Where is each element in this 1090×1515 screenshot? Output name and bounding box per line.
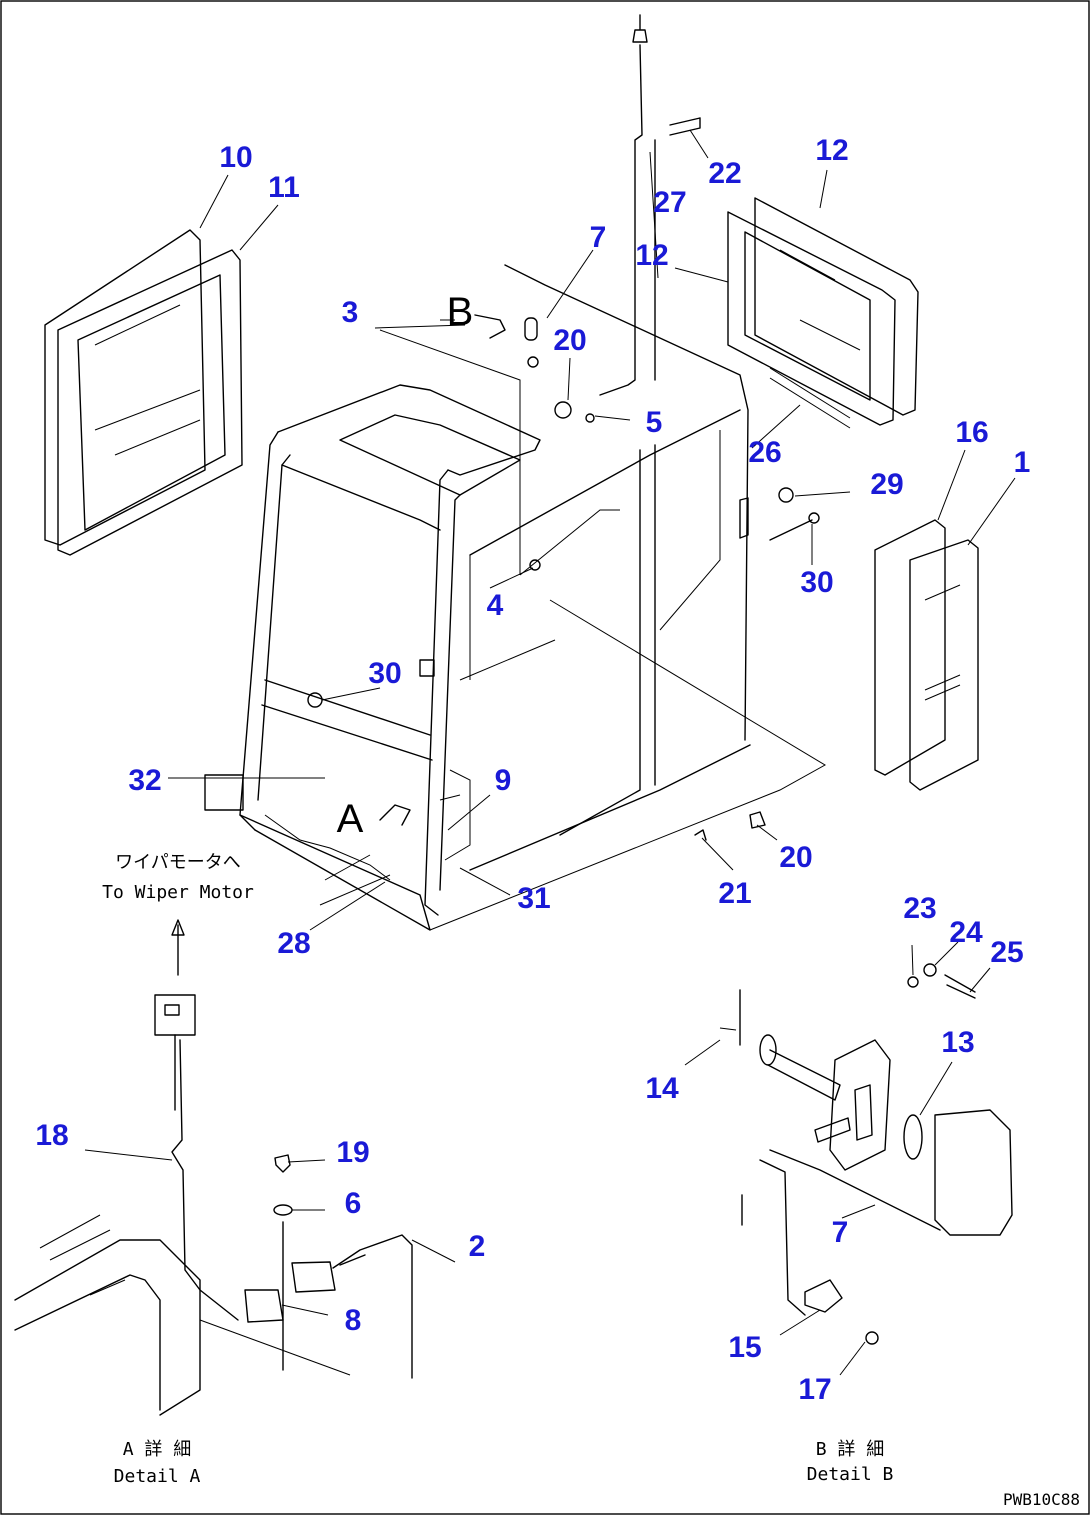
callout-16: 19	[336, 1136, 369, 1169]
callout-29: 30	[368, 657, 401, 690]
callout-8: 13	[941, 1026, 974, 1059]
view-letter-a: A	[337, 797, 364, 841]
callout-12-detail-b: 14	[645, 1072, 679, 1105]
callout-22: 15	[728, 1331, 761, 1364]
callout-4: 11	[268, 171, 300, 204]
detail-a-caption-jp: A 詳 細	[123, 1439, 192, 1460]
callout-24: 26	[748, 436, 781, 469]
callout-12-top: 3	[342, 296, 359, 329]
rear-window	[727, 197, 919, 429]
callout-5: 12	[815, 134, 848, 167]
callout-32: 32	[128, 764, 161, 797]
callout-17: 6	[345, 1187, 362, 1220]
callout-31: 28	[277, 927, 310, 960]
callout-28: 30	[800, 566, 833, 599]
detail-a-drawing	[14, 919, 413, 1416]
wiper-note-jp: ワイパモータへ	[115, 852, 241, 873]
callout-7-detail-b: 7	[832, 1216, 849, 1249]
callout-6: 12	[635, 239, 668, 272]
wiper-note-en: To Wiper Motor	[102, 882, 254, 903]
callout-26: 22	[708, 157, 741, 190]
callout-9: 25	[990, 936, 1023, 969]
callout-1: 1	[1014, 446, 1031, 479]
detail-b-caption-en: Detail B	[807, 1464, 894, 1485]
callout-14: 5	[646, 406, 663, 439]
view-letter-b: B	[447, 290, 474, 334]
callout-30-detail-a: 2	[469, 1230, 486, 1263]
cab-frame	[204, 14, 826, 931]
callout-3: 10	[219, 141, 252, 174]
callout-13: 4	[487, 589, 504, 622]
leader-lines	[84, 129, 1016, 1376]
callout-27: 29	[870, 468, 903, 501]
callout-23: 17	[798, 1373, 831, 1406]
callout-25: 27	[653, 186, 686, 219]
callout-11: 23	[903, 892, 936, 925]
callout-10: 24	[949, 916, 983, 949]
callout-2: 16	[955, 416, 988, 449]
detail-b-drawing	[719, 963, 1013, 1345]
door-glass	[874, 519, 979, 791]
callout-20-top: 20	[553, 324, 586, 357]
callout-numbers: 10 11 12 12 7 3 20 5 26 29 30 16 1 4 30 …	[35, 134, 1030, 1406]
callout-20-right: 20	[779, 841, 812, 874]
left-side-window	[44, 229, 243, 556]
detail-a-caption-en: Detail A	[114, 1466, 201, 1487]
callout-30-top: 31	[517, 882, 550, 915]
callout-15: 8	[345, 1304, 362, 1337]
callout-19: 9	[495, 764, 512, 797]
callout-7-top: 7	[590, 221, 607, 254]
drawing-code: PWB10C88	[1003, 1490, 1080, 1509]
callout-21: 21	[718, 877, 751, 910]
detail-b-caption-jp: B 詳 細	[816, 1439, 885, 1460]
callout-18: 18	[35, 1119, 68, 1152]
